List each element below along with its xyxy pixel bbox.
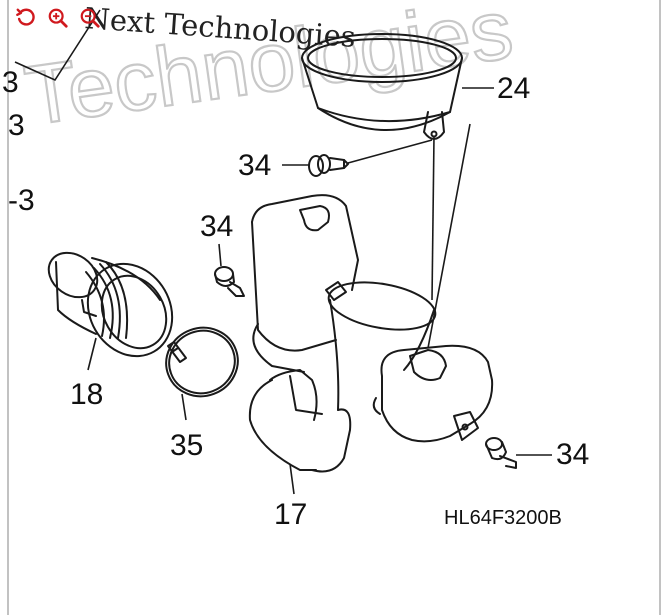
callout-24: 24 bbox=[497, 72, 530, 105]
part-17-air-duct[interactable] bbox=[248, 194, 494, 473]
leader-34-left bbox=[218, 243, 222, 267]
callout-34-top: 34 bbox=[238, 149, 271, 182]
leader-24-lower-b bbox=[427, 123, 471, 349]
zoom-in-icon bbox=[48, 8, 68, 28]
leader-17 bbox=[289, 463, 295, 495]
zoom-out-icon bbox=[80, 8, 100, 28]
callout-35: 35 bbox=[170, 429, 203, 462]
zoom-in-button[interactable] bbox=[46, 6, 70, 30]
callout-3: -3 bbox=[8, 184, 35, 217]
partial-number-mark: 3 bbox=[2, 66, 19, 99]
part-34-bolt-left[interactable] bbox=[214, 266, 245, 297]
callout-18: 18 bbox=[70, 378, 103, 411]
callout-34-right: 34 bbox=[556, 438, 589, 471]
leader-24-lower-a bbox=[431, 135, 435, 301]
upper-left-leader bbox=[14, 9, 101, 82]
callout-17: 17 bbox=[274, 498, 307, 531]
part-35-hose-clamp[interactable] bbox=[157, 318, 248, 407]
zoom-out-button[interactable] bbox=[78, 6, 102, 30]
callout-34-left: 34 bbox=[200, 210, 233, 243]
viewer-toolbar bbox=[14, 6, 102, 30]
part-24-cowl[interactable] bbox=[301, 33, 463, 140]
leader-34-top-b bbox=[347, 139, 433, 164]
rotate-ccw-icon bbox=[16, 8, 35, 26]
partial-number-mark-2: 3 bbox=[8, 109, 25, 142]
diagram-code: HL64F3200B bbox=[444, 507, 562, 529]
part-34-bolt-top[interactable] bbox=[308, 154, 349, 177]
part-34-bolt-right[interactable] bbox=[485, 437, 517, 469]
leader-35 bbox=[181, 393, 187, 421]
part-18-intake-boot[interactable] bbox=[40, 244, 188, 372]
rotate-button[interactable] bbox=[14, 6, 38, 30]
leader-18 bbox=[87, 337, 97, 371]
